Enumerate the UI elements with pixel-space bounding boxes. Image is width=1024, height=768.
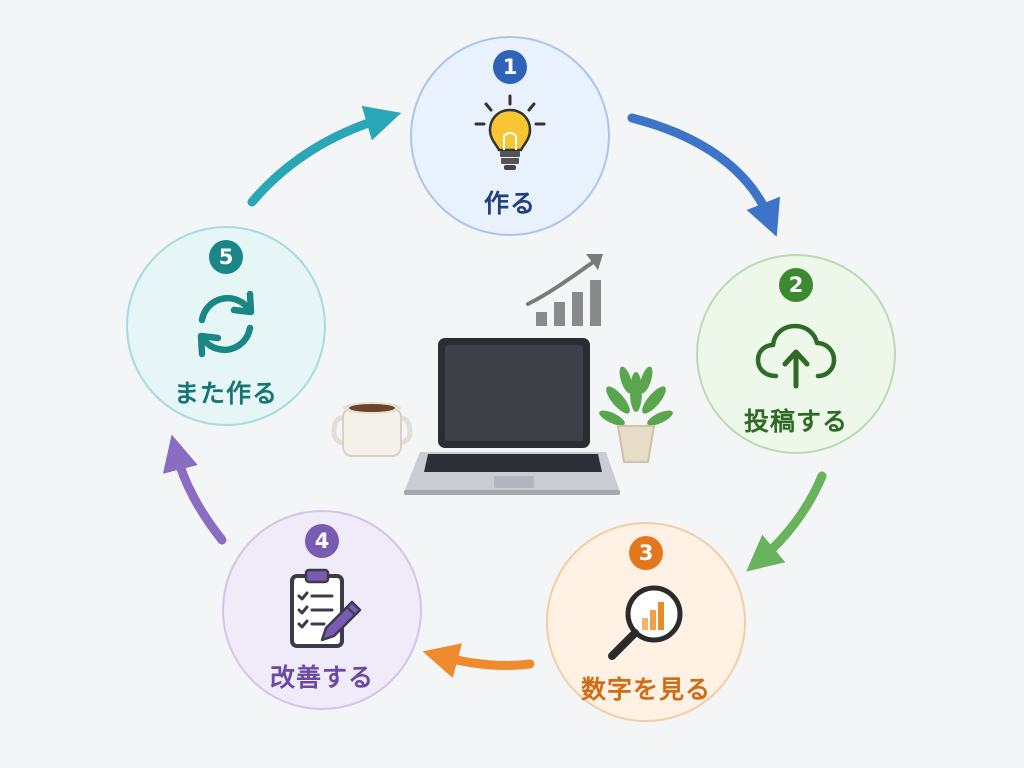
laptop-icon <box>404 338 620 495</box>
step-number-badge: 2 <box>779 268 813 302</box>
step-post: 2 投稿する <box>696 254 896 454</box>
step-check-numbers: 3 数字を見る <box>546 522 746 722</box>
coffee-mug-icon <box>331 402 413 457</box>
arrow-3-to-4 <box>422 643 535 679</box>
step-number-badge: 1 <box>493 50 527 84</box>
arrow-4-to-5 <box>162 434 227 545</box>
step-number-badge: 5 <box>209 240 243 274</box>
step-number-badge: 4 <box>305 524 339 558</box>
step-label: 作る <box>483 189 536 218</box>
step-label: 投稿する <box>743 407 848 436</box>
growth-chart-icon <box>526 254 603 326</box>
step-label: 改善する <box>269 663 374 692</box>
magnifier-chart-icon <box>598 578 694 662</box>
step-create: 1 作る <box>410 36 610 236</box>
step-number-badge: 3 <box>629 536 663 570</box>
clipboard-pencil-icon <box>274 566 370 650</box>
potted-plant-icon <box>599 366 673 463</box>
cloud-upload-icon <box>748 310 844 394</box>
center-illustration <box>331 254 673 495</box>
arrow-5-to-1 <box>247 105 402 207</box>
arrow-2-to-3 <box>746 471 827 572</box>
refresh-icon <box>178 282 274 366</box>
step-improve: 4 改善する <box>222 510 422 710</box>
arrow-1-to-2 <box>627 113 781 237</box>
step-label: 数字を見る <box>580 675 711 704</box>
step-label: また作る <box>173 379 278 408</box>
lightbulb-icon <box>462 92 558 176</box>
step-create-again: 5 また作る <box>126 226 326 426</box>
